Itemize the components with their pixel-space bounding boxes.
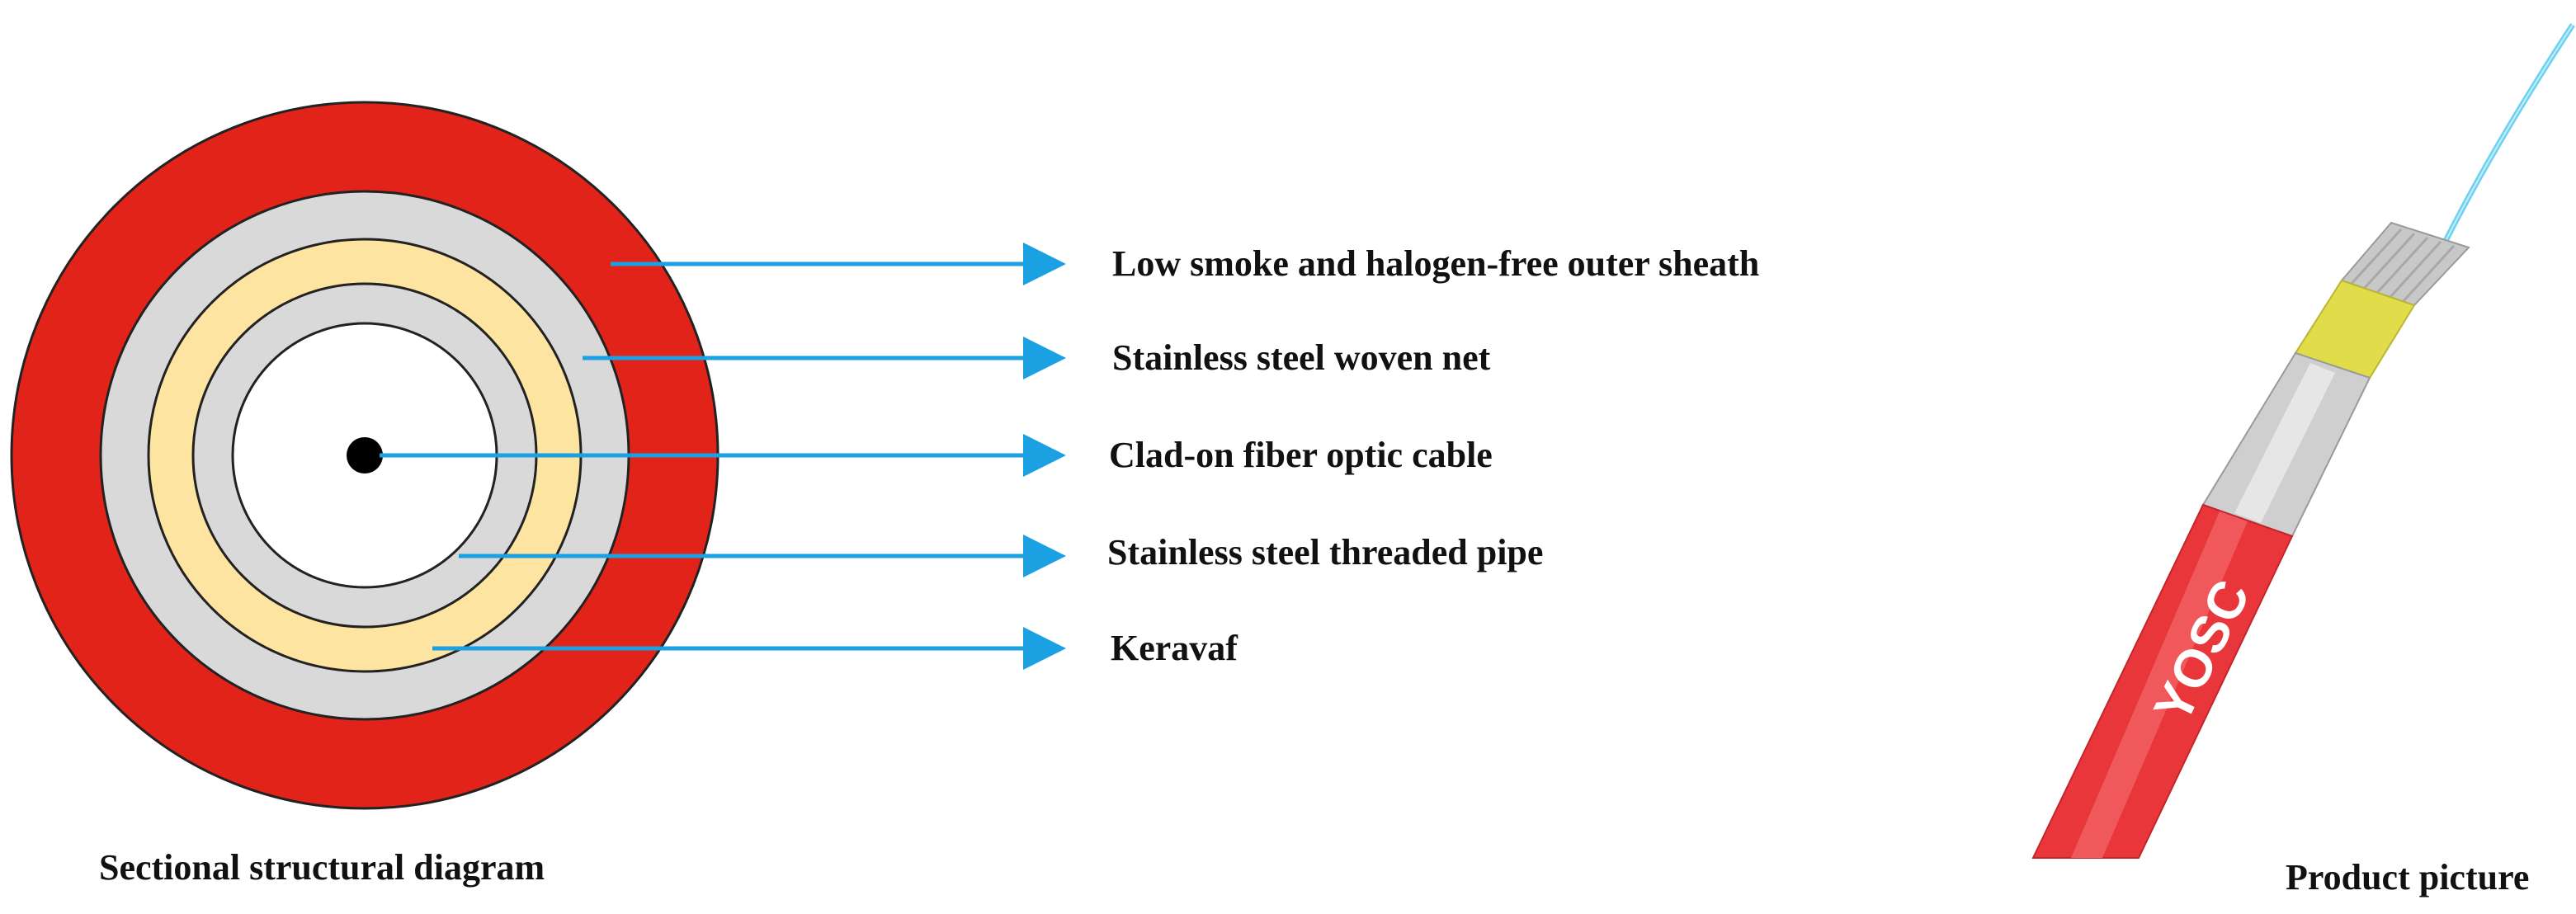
caption-product: Product picture: [2286, 857, 2529, 898]
threaded-tip: [2340, 221, 2470, 307]
arrow-keravaf: [432, 627, 1066, 670]
label-keravaf: Keravaf: [1111, 628, 1238, 668]
cross-section-diagram: [10, 101, 719, 810]
callout-arrows: [380, 243, 1066, 670]
arrow-fiber-cable: [380, 434, 1066, 477]
caption-section: Sectional structural diagram: [99, 847, 545, 888]
label-threaded-pipe: Stainless steel threaded pipe: [1107, 532, 1543, 572]
label-outer-sheath: Low smoke and halogen-free outer sheath: [1112, 243, 1759, 284]
arrow-outer-sheath: [611, 243, 1066, 285]
product-picture: YOSC: [2031, 23, 2575, 859]
label-woven-net: Stainless steel woven net: [1112, 337, 1491, 378]
label-fiber-cable: Clad-on fiber optic cable: [1109, 435, 1493, 475]
fiber-dot: [347, 437, 383, 473]
arrow-woven-net: [583, 337, 1066, 379]
layer-labels: Low smoke and halogen-free outer sheath …: [1107, 243, 1759, 668]
fiber-strand: [2439, 23, 2575, 249]
arrow-threaded-pipe: [459, 535, 1066, 577]
